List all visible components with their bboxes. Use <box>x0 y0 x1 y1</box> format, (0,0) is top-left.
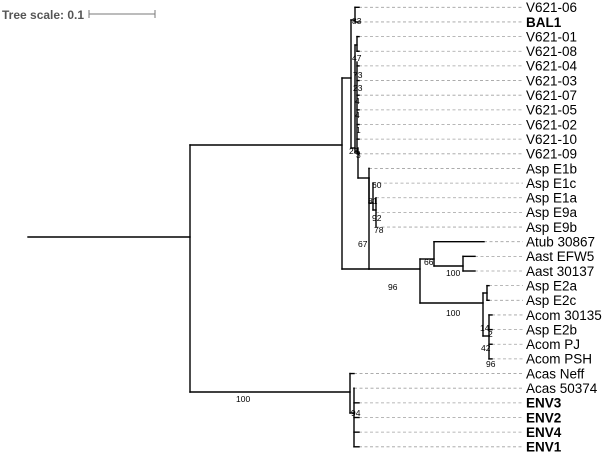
support-value: 14 <box>480 323 490 333</box>
support-value: 94 <box>351 408 361 418</box>
support-value: 23 <box>349 146 359 156</box>
support-value: 60 <box>372 180 382 190</box>
leaf-label: Asp E9a <box>526 205 578 220</box>
support-value: 2 <box>488 329 493 339</box>
support-value: 96 <box>486 359 496 369</box>
leaf-label: Asp E1a <box>526 191 578 206</box>
leaf-label: V621-01 <box>526 29 577 44</box>
leaf-label: Asp E2b <box>526 322 577 337</box>
leaf-guide-lines <box>354 6 523 448</box>
support-value: 92 <box>372 213 382 223</box>
support-value: 96 <box>388 282 398 292</box>
support-value: 81 <box>368 196 378 206</box>
leaf-label: V621-05 <box>526 103 577 118</box>
leaf-labels: V621-06BAL1V621-01V621-08V621-04V621-03V… <box>526 0 602 455</box>
leaf-label: V621-02 <box>526 117 577 132</box>
support-value: 100 <box>236 394 250 404</box>
leaf-label: Asp E1c <box>526 176 577 191</box>
leaf-label: V621-06 <box>526 0 577 15</box>
leaf-label: V621-04 <box>526 59 578 74</box>
support-value: 47 <box>352 53 362 63</box>
support-value: 23 <box>353 83 363 93</box>
support-value: 78 <box>374 225 384 235</box>
leaf-label: Asp E1b <box>526 161 577 176</box>
leaf-label: V621-10 <box>526 132 577 147</box>
leaf-label: Acom PSH <box>526 352 592 367</box>
leaf-label: Acom 30135 <box>526 308 602 323</box>
tree-scale: Tree scale: 0.1 <box>2 8 156 22</box>
support-value: 4 <box>355 96 360 106</box>
support-value: 100 <box>446 308 460 318</box>
support-value: 100 <box>446 268 460 278</box>
leaf-label: ENV1 <box>526 440 562 455</box>
support-value: 42 <box>481 343 491 353</box>
support-value: 67 <box>358 239 368 249</box>
leaf-label: V621-08 <box>526 44 577 59</box>
support-value: 73 <box>353 70 363 80</box>
leaf-label: V621-03 <box>526 73 577 88</box>
support-value: 83 <box>352 16 362 26</box>
leaf-label: V621-09 <box>526 147 577 162</box>
leaf-label: Acom PJ <box>526 337 580 352</box>
tree-branches <box>27 6 493 448</box>
leaf-label: Acas 50374 <box>526 381 598 396</box>
support-value: 3 <box>356 150 361 160</box>
leaf-label: V621-07 <box>526 88 577 103</box>
leaf-label: ENV3 <box>526 396 562 411</box>
leaf-label: BAL1 <box>526 15 562 30</box>
leaf-label: Asp E9b <box>526 220 577 235</box>
support-values: 8347732344123360819278676610096100142429… <box>236 16 496 418</box>
support-value: 1 <box>356 125 361 135</box>
leaf-label: Aast EFW5 <box>526 249 594 264</box>
support-value: 4 <box>355 110 360 120</box>
leaf-label: Asp E2a <box>526 278 578 293</box>
support-value: 66 <box>424 257 434 267</box>
leaf-label: ENV4 <box>526 425 562 440</box>
leaf-label: Atub 30867 <box>526 235 595 250</box>
tree-scale-label: Tree scale: 0.1 <box>2 8 84 22</box>
leaf-label: ENV2 <box>526 410 561 425</box>
leaf-label: Aast 30137 <box>526 264 594 279</box>
leaf-label: Acas Neff <box>526 366 585 381</box>
leaf-label: Asp E2c <box>526 293 577 308</box>
